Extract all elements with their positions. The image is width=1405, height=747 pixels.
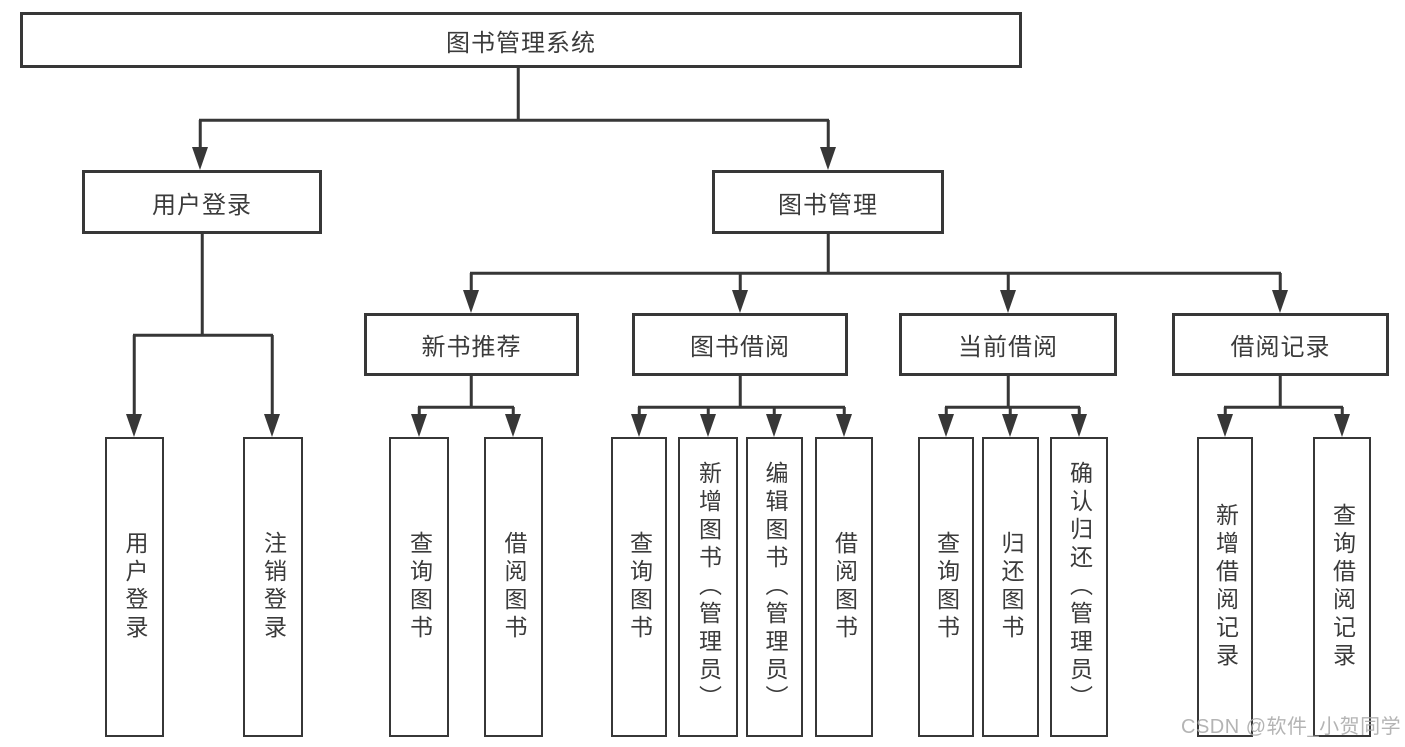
leaf-label: 用户登录 [122,531,148,643]
node-label: 当前借阅 [958,334,1058,361]
node-label: 图书管理系统 [446,29,596,57]
connector-segment [944,407,948,416]
connector-segment [417,407,421,416]
node-current-borrow: 当前借阅 [899,313,1117,376]
connector-segment [511,407,515,416]
leaf-query-books: 查询图书 [611,437,667,737]
leaf-query-books: 查询图书 [918,437,974,737]
connector-segment [842,407,846,416]
connector-segment [132,335,136,416]
connector-segment [1006,376,1010,407]
node-label: 用户登录 [152,191,252,219]
connector-segment [1006,273,1010,291]
connector-segment [418,405,514,409]
connector-segment [198,120,202,149]
leaf-label: 查询图书 [933,531,960,643]
connector-segment [1278,376,1282,407]
connector-segment [826,120,830,149]
leaf-return-books: 归还图书 [982,437,1039,737]
arrow-down-icon [700,414,716,437]
node-label: 图书借阅 [690,334,790,361]
watermark: CSDN @软件_小贺同学 [1181,716,1402,738]
leaf-label: 查询借阅记录 [1329,503,1356,671]
connector-segment [1077,407,1081,416]
arrow-down-icon [766,414,782,437]
node-root: 图书管理系统 [20,12,1022,68]
arrow-down-icon [1272,290,1288,313]
leaf-label: 确认归还（管理员） [1066,461,1093,713]
arrow-down-icon [1334,414,1350,437]
leaf-query-books: 查询图书 [389,437,449,737]
arrow-down-icon [1000,290,1016,313]
leaf-label: 查询图书 [626,531,653,643]
node-book-management: 图书管理 [712,170,944,234]
leaf-label: 编辑图书（管理员） [762,461,788,713]
connector-segment [470,271,1281,275]
connector-segment [516,68,520,120]
connector-segment [826,234,830,273]
arrow-down-icon [938,414,954,437]
connector-segment [1340,407,1344,416]
arrow-down-icon [1002,414,1018,437]
leaf-user-login: 用户登录 [105,437,164,737]
arrow-down-icon [411,414,427,437]
node-book-borrow: 图书借阅 [632,313,848,376]
node-new-book-recommend: 新书推荐 [364,313,579,376]
leaf-label: 新增图书（管理员） [695,461,722,713]
leaf-confirm-return-admin: 确认归还（管理员） [1050,437,1108,737]
leaf-add-books-admin: 新增图书（管理员） [678,437,738,737]
connector-segment [706,407,710,416]
connector-segment [469,273,473,291]
connector-segment [1223,407,1227,416]
arrow-down-icon [463,290,479,313]
leaf-label: 注销登录 [260,531,287,643]
connector-segment [1224,405,1343,409]
leaf-label: 新增借阅记录 [1212,503,1239,671]
leaf-label: 归还图书 [998,531,1024,643]
leaf-borrow-books: 借阅图书 [815,437,873,737]
connector-segment [738,273,742,291]
arrow-down-icon [1071,414,1087,437]
arrow-down-icon [631,414,647,437]
arrow-down-icon [820,147,836,170]
node-label: 借阅记录 [1230,334,1331,361]
leaf-query-borrow-record: 查询借阅记录 [1313,437,1371,737]
connector-segment [199,118,829,122]
connector-segment [738,376,742,407]
node-borrow-records: 借阅记录 [1172,313,1389,376]
arrow-down-icon [126,414,142,437]
leaf-logout: 注销登录 [243,437,303,737]
leaf-add-borrow-record: 新增借阅记录 [1197,437,1253,737]
connector-segment [133,333,273,337]
leaf-label: 查询图书 [406,531,433,643]
connector-segment [945,405,1080,409]
connector-segment [637,407,641,416]
leaf-label: 借阅图书 [501,531,527,643]
arrow-down-icon [192,147,208,170]
node-label: 图书管理 [778,191,878,219]
leaf-label: 借阅图书 [831,531,858,643]
connector-segment [200,234,204,335]
connector-segment [1278,273,1282,291]
connector-segment [772,407,776,416]
leaf-borrow-books: 借阅图书 [484,437,543,737]
arrow-down-icon [836,414,852,437]
arrow-down-icon [264,414,280,437]
leaf-edit-books-admin: 编辑图书（管理员） [746,437,803,737]
node-user-login: 用户登录 [82,170,322,234]
connector-segment [270,335,274,416]
arrow-down-icon [505,414,521,437]
connector-segment [469,376,473,407]
connector-segment [1008,407,1012,416]
arrow-down-icon [1217,414,1233,437]
arrow-down-icon [732,290,748,313]
connector-segment [638,405,845,409]
node-label: 新书推荐 [421,334,522,361]
